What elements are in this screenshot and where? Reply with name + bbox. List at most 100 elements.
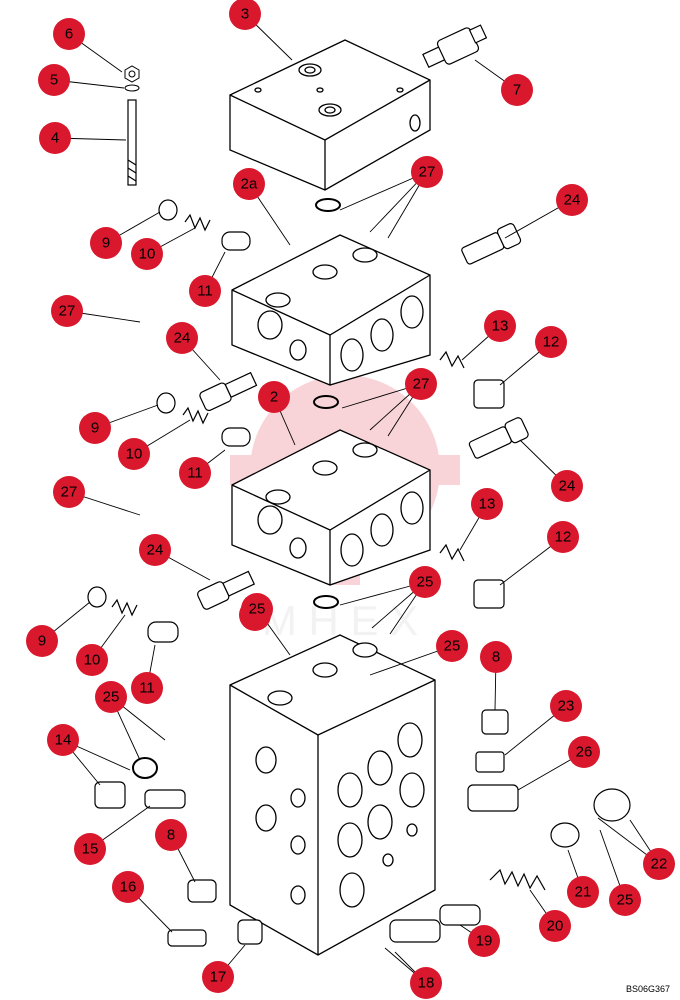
lower-right-parts [389, 709, 631, 943]
callout-24: 24 [139, 534, 171, 566]
callout-8: 8 [155, 819, 187, 851]
callout-8: 8 [480, 641, 512, 673]
callout-label: 15 [82, 841, 99, 858]
part-12-13-plugs [439, 350, 505, 609]
callout-circle [166, 322, 198, 354]
callout-12: 12 [535, 326, 567, 358]
callout-label: 19 [476, 933, 493, 950]
callout-label: 23 [558, 698, 575, 715]
callout-label: 13 [492, 318, 509, 335]
callout-label: 25 [444, 638, 461, 655]
callout-label: 12 [543, 334, 560, 351]
callout-24: 24 [551, 470, 583, 502]
callout-11: 11 [131, 672, 163, 704]
part-7-pressure-sensor [422, 24, 488, 68]
callout-label: 18 [418, 975, 435, 992]
callout-label: 24 [174, 330, 191, 347]
callout-13: 13 [471, 488, 503, 520]
callout-label: 26 [576, 744, 593, 761]
callout-label: 10 [139, 246, 156, 263]
callout-label: 24 [559, 478, 576, 495]
callout-circle [241, 593, 273, 625]
callout-circle [233, 168, 265, 200]
callout-27: 27 [405, 368, 437, 400]
callout-9: 9 [90, 227, 122, 259]
callout-2: 2 [258, 381, 290, 413]
callout-9: 9 [79, 412, 111, 444]
callout-circle [131, 238, 163, 270]
callout-circle [551, 470, 583, 502]
callout-14: 14 [47, 724, 79, 756]
callout-11: 11 [189, 275, 221, 307]
callout-25: 25 [95, 681, 127, 713]
part-1-main-body [229, 634, 436, 956]
callout-circle [411, 156, 443, 188]
callout-27: 27 [53, 476, 85, 508]
callout-circle [26, 625, 58, 657]
callout-circle [74, 833, 106, 865]
callout-6: 6 [53, 18, 85, 50]
callout-5: 5 [38, 64, 70, 96]
callout-label: 12 [555, 529, 572, 546]
callout-circle [53, 18, 85, 50]
callout-circle [410, 967, 442, 999]
callout-label: 11 [139, 680, 155, 697]
callout-25: 25 [409, 566, 441, 598]
callout-3: 3 [229, 0, 261, 30]
callout-circle [76, 644, 108, 676]
callout-label: 2 [270, 389, 278, 406]
callout-label: 2a [241, 176, 258, 193]
callout-circle [139, 534, 171, 566]
callout-circle [39, 122, 71, 154]
callout-19: 19 [468, 925, 500, 957]
callout-27: 27 [411, 156, 443, 188]
callout-layer: 122a345678899910101011111112121313141516… [26, 0, 675, 999]
callout-23: 23 [550, 690, 582, 722]
callout-circle [202, 961, 234, 993]
callout-25: 25 [436, 630, 468, 662]
callout-circle [179, 457, 211, 489]
callout-13: 13 [484, 310, 516, 342]
callout-label: 9 [38, 633, 46, 650]
callout-label: 11 [197, 283, 213, 300]
part-6-nut [124, 65, 140, 83]
callout-label: 24 [564, 192, 581, 209]
callout-15: 15 [74, 833, 106, 865]
callout-label: 27 [61, 484, 78, 501]
callout-25: 25 [241, 593, 273, 625]
callout-18: 18 [410, 967, 442, 999]
callout-circle [51, 295, 83, 327]
part-4-bolt [127, 99, 137, 186]
part-3-top-cover [229, 39, 431, 191]
callout-10: 10 [131, 238, 163, 270]
callout-label: 7 [513, 82, 521, 99]
callout-circle [539, 910, 571, 942]
callout-label: 14 [55, 732, 72, 749]
callout-label: 9 [91, 420, 99, 437]
callout-25: 25 [609, 884, 641, 916]
callout-label: 17 [210, 969, 227, 986]
callout-10: 10 [76, 644, 108, 676]
callout-label: 22 [651, 856, 668, 873]
drawing-reference-code: BS06G367 [625, 984, 670, 994]
callout-7: 7 [501, 74, 533, 106]
callout-9: 9 [26, 625, 58, 657]
callout-label: 5 [50, 72, 58, 89]
callout-circle [643, 848, 675, 880]
callout-label: 27 [419, 164, 436, 181]
callout-circle [112, 871, 144, 903]
callout-circle [436, 630, 468, 662]
callout-circle [155, 819, 187, 851]
callout-label: 8 [167, 827, 175, 844]
callout-circle [547, 521, 579, 553]
callout-circle [47, 724, 79, 756]
callout-circle [550, 690, 582, 722]
callout-label: 10 [84, 652, 101, 669]
lower-left-parts [94, 757, 263, 947]
callout-circle [556, 184, 588, 216]
callout-circle [484, 310, 516, 342]
callout-2a: 2a [233, 168, 265, 200]
callout-10: 10 [118, 438, 150, 470]
callout-17: 17 [202, 961, 234, 993]
callout-label: 3 [241, 6, 249, 23]
